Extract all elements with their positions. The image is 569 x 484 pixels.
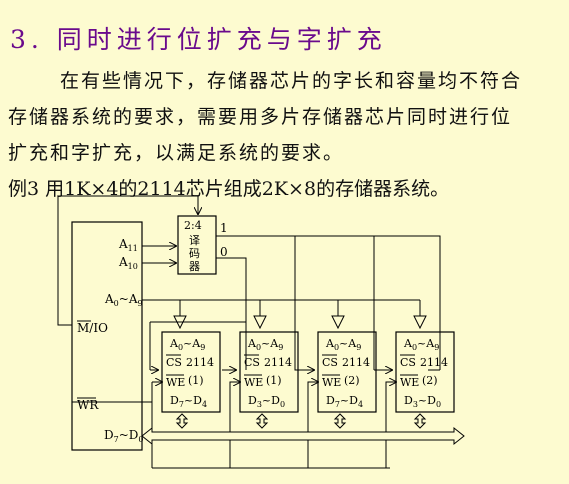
svg-text:A0~A9: A0~A9 (247, 337, 283, 352)
svg-text:A0~A9: A0~A9 (403, 337, 439, 352)
memory-chip: A0~A9 CS 2114 WE (2) D3~D0 (395, 331, 455, 413)
cpu-pin-wr: WR (77, 398, 99, 412)
svg-text:CS: CS (244, 356, 260, 369)
svg-text:D3~D0: D3~D0 (404, 394, 441, 409)
svg-text:(2): (2) (344, 374, 360, 387)
paragraph-line-3: 扩充和字扩充，以满足系统的要求。 (8, 142, 345, 164)
svg-text:2114: 2114 (342, 356, 370, 369)
svg-text:CS: CS (166, 356, 182, 369)
paragraph-line-1: 在有些情况下，存储器芯片的字长和容量均不符合 (60, 70, 523, 92)
svg-text:CS: CS (322, 356, 338, 369)
svg-text:A0~A9: A0~A9 (169, 337, 205, 352)
example-statement: 例3 用1K×4的2114芯片组成2K×8的存储器系统。 (8, 178, 450, 200)
svg-text:CS: CS (400, 356, 416, 369)
decoder-ratio: 2:4 (184, 219, 202, 232)
svg-text:(2): (2) (422, 374, 438, 387)
svg-text:WE: WE (400, 376, 419, 389)
svg-text:2114: 2114 (420, 356, 448, 369)
svg-text:WE: WE (166, 376, 185, 389)
svg-text:(1): (1) (266, 374, 282, 387)
cpu-pin-mio: M/IO (77, 321, 108, 335)
svg-text:D3~D0: D3~D0 (248, 394, 285, 409)
memory-chip: A0~A9 CS 2114 WE (1) D3~D0 (239, 331, 299, 413)
svg-text:A0~A9: A0~A9 (325, 337, 361, 352)
decoder-char-1: 译 (189, 234, 200, 247)
svg-text:(1): (1) (188, 374, 204, 387)
memory-chip: A0~A9 CS 2114 WE (1) D7~D4 (161, 331, 221, 413)
cpu-pin-a10: A10 (118, 255, 138, 271)
svg-text:WE: WE (244, 376, 263, 389)
decoder-char-2: 码 (189, 247, 200, 260)
decoder-char-3: 器 (189, 260, 200, 273)
cpu-pin-data: D7~D0 (104, 428, 144, 444)
decoder-out-0: 0 (220, 245, 228, 259)
memory-chip: A0~A9 CS 2114 WE (2) D7~D4 (317, 331, 377, 413)
svg-text:D7~D4: D7~D4 (170, 394, 207, 409)
cpu-pin-a0-a9: A0~A9 (104, 292, 143, 308)
paragraph-line-2: 存储器系统的要求，需要用多片存储器芯片同时进行位 (8, 106, 513, 128)
data-bus-arrow (141, 426, 465, 446)
section-heading: 3. 同时进行位扩充与字扩充 (10, 25, 387, 54)
svg-text:D7~D4: D7~D4 (326, 394, 363, 409)
cpu-block (71, 221, 143, 451)
svg-text:2114: 2114 (264, 356, 292, 369)
decoder-out-1: 1 (220, 221, 228, 235)
svg-text:WE: WE (322, 376, 341, 389)
decoder-block (177, 215, 217, 275)
svg-text:2114: 2114 (186, 356, 214, 369)
cpu-pin-a11: A11 (118, 237, 138, 253)
